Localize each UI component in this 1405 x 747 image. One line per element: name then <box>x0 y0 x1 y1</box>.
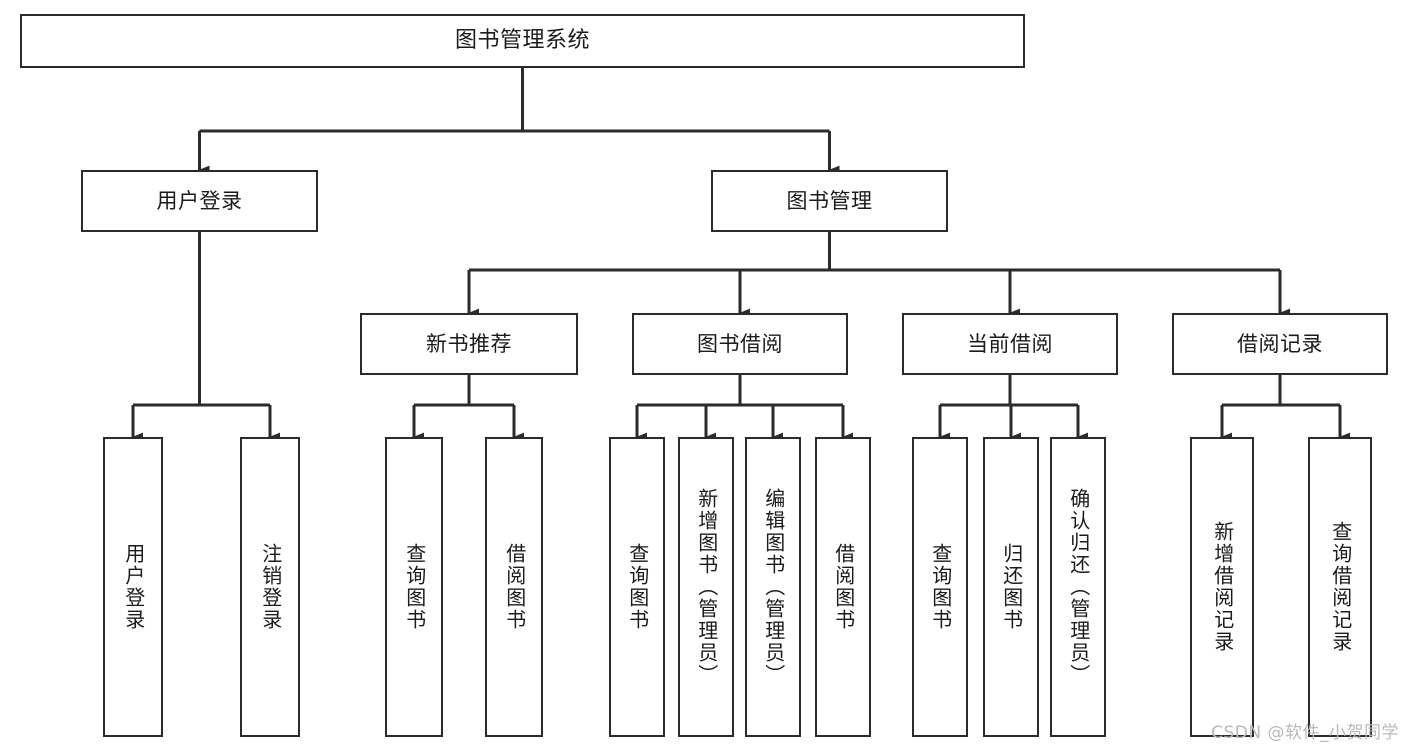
node-leaf-lend-borrow[interactable]: 借阅图书 <box>815 437 871 737</box>
node-l2b[interactable]: 图书管理 <box>711 170 948 232</box>
node-l3a[interactable]: 新书推荐 <box>360 313 578 375</box>
node-label-leaf-new-borrow: 借阅图书 <box>502 543 527 631</box>
node-leaf-cur-query[interactable]: 查询图书 <box>912 437 968 737</box>
node-leaf-lend-query[interactable]: 查询图书 <box>609 437 665 737</box>
node-leaf-user-login[interactable]: 用户登录 <box>103 437 163 737</box>
node-label-l3b: 图书借阅 <box>697 331 783 356</box>
node-l3c[interactable]: 当前借阅 <box>902 313 1118 375</box>
node-leaf-cur-return[interactable]: 归还图书 <box>983 437 1039 737</box>
edge-paths <box>131 68 1351 442</box>
node-leaf-cur-confirm[interactable]: 确认归还（管理员） <box>1050 437 1106 737</box>
node-label-leaf-lend-query: 查询图书 <box>625 543 650 631</box>
node-root[interactable]: 图书管理系统 <box>20 14 1025 68</box>
node-l2a[interactable]: 用户登录 <box>81 170 318 232</box>
node-label-leaf-rec-add: 新增借阅记录 <box>1210 521 1235 653</box>
node-leaf-lend-edit[interactable]: 编辑图书（管理员） <box>745 437 801 737</box>
node-l3d[interactable]: 借阅记录 <box>1172 313 1388 375</box>
node-label-leaf-cur-return: 归还图书 <box>999 543 1024 631</box>
node-leaf-new-borrow[interactable]: 借阅图书 <box>485 437 543 737</box>
node-leaf-rec-query[interactable]: 查询借阅记录 <box>1308 437 1372 737</box>
node-label-l3d: 借阅记录 <box>1237 331 1323 356</box>
node-label-l2b: 图书管理 <box>786 188 873 213</box>
node-leaf-lend-add[interactable]: 新增图书（管理员） <box>678 437 734 737</box>
node-leaf-new-query[interactable]: 查询图书 <box>385 437 443 737</box>
node-label-leaf-lend-edit: 编辑图书（管理员） <box>761 488 786 686</box>
node-leaf-rec-add[interactable]: 新增借阅记录 <box>1190 437 1254 737</box>
node-label-leaf-lend-borrow: 借阅图书 <box>831 543 856 631</box>
node-label-root: 图书管理系统 <box>454 28 590 54</box>
node-label-l2a: 用户登录 <box>156 188 243 213</box>
node-leaf-user-logout[interactable]: 注销登录 <box>240 437 300 737</box>
node-label-leaf-rec-query: 查询借阅记录 <box>1328 521 1353 653</box>
watermark-text: CSDN @软件_小贺同学 <box>1211 723 1399 743</box>
node-label-l3a: 新书推荐 <box>426 331 512 356</box>
node-label-leaf-cur-query: 查询图书 <box>928 543 953 631</box>
node-label-leaf-user-logout: 注销登录 <box>258 543 283 631</box>
node-label-l3c: 当前借阅 <box>967 331 1053 356</box>
node-label-leaf-cur-confirm: 确认归还（管理员） <box>1066 488 1091 686</box>
node-label-leaf-new-query: 查询图书 <box>402 543 427 631</box>
node-l3b[interactable]: 图书借阅 <box>632 313 848 375</box>
node-label-leaf-lend-add: 新增图书（管理员） <box>694 488 719 686</box>
node-label-leaf-user-login: 用户登录 <box>121 543 146 631</box>
